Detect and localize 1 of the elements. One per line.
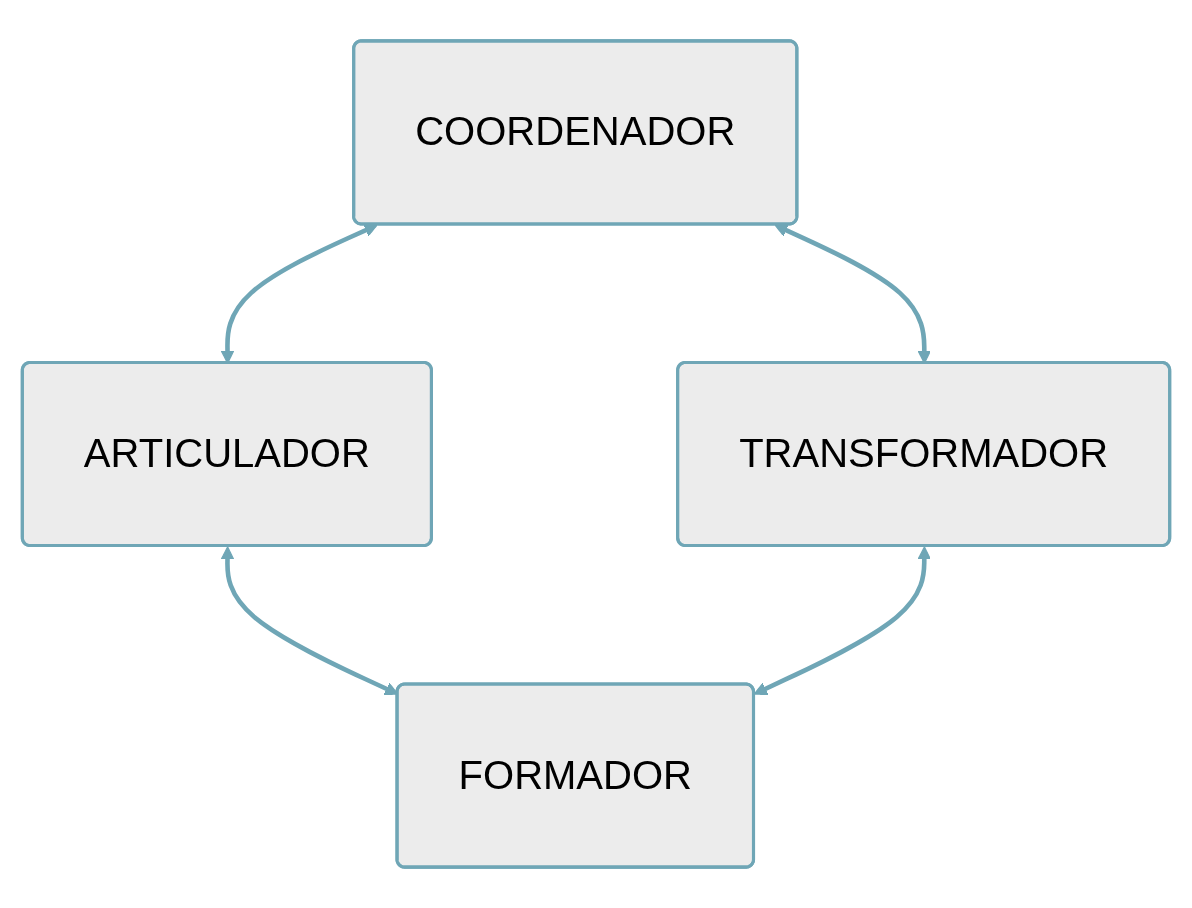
arrow bbox=[753, 546, 932, 696]
